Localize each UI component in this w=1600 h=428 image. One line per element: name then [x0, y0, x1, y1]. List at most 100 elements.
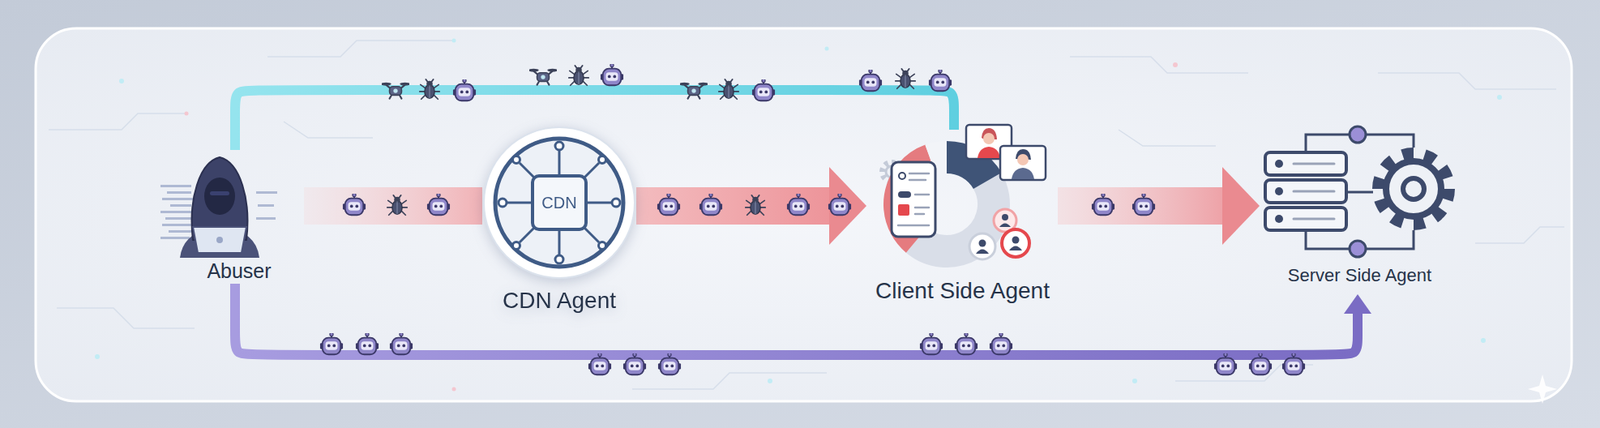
cdn-spokes	[513, 242, 521, 250]
drone-icon	[528, 68, 558, 86]
avatar	[999, 223, 1011, 228]
robot-icon	[355, 332, 379, 355]
code-lines	[168, 230, 192, 233]
cdn-spokes	[584, 162, 599, 178]
server-wiring	[1305, 230, 1350, 249]
bug-icon	[419, 79, 440, 99]
server-rack	[1265, 207, 1347, 231]
avatar	[1012, 236, 1020, 244]
robot-icon	[928, 68, 952, 91]
robot-icon	[787, 192, 810, 215]
ring-chart	[880, 137, 1013, 270]
server-wiring	[1365, 134, 1414, 148]
agent-label: CDN Agent	[449, 286, 669, 315]
circuit-trace	[1069, 56, 1249, 73]
server-rack	[1293, 162, 1335, 166]
circuit-trace	[56, 308, 195, 329]
robot-icon	[1214, 352, 1237, 375]
code-lines	[160, 184, 192, 188]
circuit-trace	[1475, 226, 1565, 244]
circuit-trace	[48, 113, 187, 130]
cdn-spokes	[598, 242, 607, 250]
robot-icon	[658, 352, 681, 375]
portrait-card	[983, 132, 995, 145]
circuit-trace	[1175, 364, 1314, 381]
cdn-spokes	[611, 198, 621, 207]
server-rack	[1274, 214, 1284, 223]
code-lines	[256, 191, 278, 194]
agent-label: Server Side Agent	[1227, 264, 1492, 287]
cdn-spokes	[519, 162, 535, 178]
glow-dot	[94, 38, 1502, 392]
phone	[909, 179, 926, 182]
phone	[898, 204, 910, 216]
cdn-spokes	[555, 141, 564, 150]
code-lines	[160, 184, 278, 240]
cdn-agent-circle: CDN AgentCDN	[482, 125, 637, 280]
hacker-figure	[183, 252, 257, 258]
robot-icon	[657, 192, 681, 215]
robot-icon	[752, 78, 775, 101]
ring-chart	[880, 137, 1013, 270]
avatar	[975, 249, 989, 255]
cdn-spokes	[513, 156, 521, 164]
phone	[898, 172, 906, 180]
client-agent-node: Client Side Agent	[867, 129, 1058, 309]
server-wiring	[1346, 191, 1374, 194]
robot-icon	[859, 68, 882, 91]
code-lines	[256, 217, 276, 220]
robot-icon	[320, 332, 343, 355]
code-lines	[170, 204, 192, 207]
gear-icon	[1386, 161, 1442, 217]
cdn-spokes	[519, 227, 535, 243]
circuit-trace	[267, 40, 454, 57]
gear-icon	[1403, 178, 1425, 200]
server-rack	[1274, 187, 1284, 196]
glow-dot	[119, 78, 125, 84]
small-gear	[885, 166, 898, 178]
code-lines	[162, 223, 198, 227]
drone-icon	[380, 82, 411, 99]
small-gear	[882, 162, 901, 181]
cdn-spokes	[587, 201, 612, 205]
robot-icon	[954, 332, 978, 355]
portrait-card	[1011, 167, 1035, 180]
phone	[898, 224, 929, 227]
code-lines	[160, 210, 193, 214]
server-rack	[1265, 152, 1347, 231]
chip-label: CDN	[534, 177, 585, 228]
hacker-figure	[192, 157, 249, 240]
circuit-trace	[283, 121, 373, 138]
portrait-card	[1015, 149, 1032, 160]
robot-icon	[989, 332, 1013, 355]
threat-flow-band	[303, 187, 483, 225]
cdn-spokes	[558, 149, 561, 175]
portrait-card	[966, 124, 1012, 159]
portrait-card	[1000, 145, 1046, 180]
avatar	[1009, 246, 1023, 252]
robot-icon	[699, 192, 723, 215]
glow-dot	[184, 111, 189, 116]
agent-label: Client Side Agent	[834, 277, 1091, 305]
threat-flow-arrow	[1057, 187, 1224, 225]
small-gear	[882, 162, 901, 181]
code-lines	[166, 191, 192, 194]
gear-icon	[1377, 153, 1450, 225]
server-wiring	[1305, 134, 1350, 153]
actor-node: Abuser	[174, 149, 304, 284]
phone	[915, 193, 929, 197]
robot-icon	[1249, 352, 1272, 375]
cdn-spokes	[498, 141, 621, 264]
code-lines	[165, 217, 193, 220]
robot-icon	[453, 78, 476, 101]
bug-icon	[387, 195, 407, 215]
server-rack	[1265, 152, 1347, 176]
phone	[915, 206, 929, 210]
robot-icon	[828, 192, 852, 215]
phone	[898, 191, 912, 198]
robot-icon	[919, 332, 943, 355]
bug-icon	[745, 195, 766, 215]
